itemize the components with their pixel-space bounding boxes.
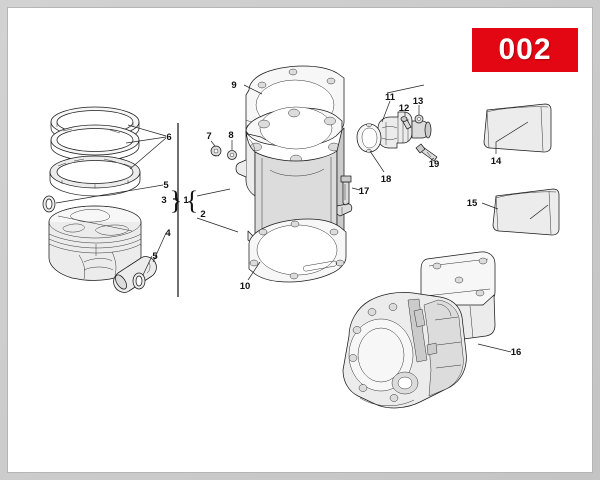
grouping-bracket xyxy=(173,123,179,297)
brace-3: } xyxy=(170,186,182,215)
piston-circlip-upper xyxy=(42,195,56,213)
callout-8: 8 xyxy=(228,130,233,141)
bolt-17 xyxy=(340,175,352,206)
parts-diagram: 3 } { 1 2 4 5 5 6 7 8 9 10 11 12 13 14 1… xyxy=(42,65,560,409)
leader-11 xyxy=(381,100,391,123)
engine-output-shaft xyxy=(391,371,419,395)
leader-2 xyxy=(196,217,239,233)
piston-ring-second xyxy=(50,124,140,162)
leader-5-lower xyxy=(142,255,153,276)
callout-5-upper: 5 xyxy=(163,180,169,191)
callout-14: 14 xyxy=(491,156,502,167)
leader-18 xyxy=(369,150,385,173)
leader-7 xyxy=(210,140,216,147)
callout-3: 3 xyxy=(161,195,166,206)
leader-15-a xyxy=(481,202,499,210)
callout-1: 1 xyxy=(183,195,189,206)
leader-15-b xyxy=(529,204,549,220)
section-number-badge: 002 xyxy=(472,28,578,72)
washer-8 xyxy=(227,150,237,160)
leader-14 xyxy=(495,121,529,154)
callout-15: 15 xyxy=(467,198,478,209)
leader-5-upper xyxy=(55,184,164,204)
base-gasket xyxy=(248,218,347,283)
water-outlet-gasket xyxy=(356,122,382,154)
diagram-canvas: 3 } { 1 2 4 5 5 6 7 8 9 10 11 12 13 14 1… xyxy=(8,8,592,472)
callout-12: 12 xyxy=(399,103,410,114)
bolt-19 xyxy=(415,143,438,162)
leader-19 xyxy=(430,157,435,161)
washer-13 xyxy=(414,114,424,124)
section-number-text: 002 xyxy=(498,33,552,66)
piston-circlip-lower xyxy=(132,272,146,290)
bolt-12 xyxy=(400,116,412,130)
callout-19: 19 xyxy=(429,159,440,170)
callout-6: 6 xyxy=(166,132,171,143)
intake-boot-14 xyxy=(483,103,552,153)
piston-rings-group xyxy=(49,106,141,197)
complete-engine-assembly xyxy=(342,251,496,409)
callout-leaders-6 xyxy=(125,124,167,170)
callout-17: 17 xyxy=(359,186,370,197)
callout-2: 2 xyxy=(200,209,205,220)
callout-11: 11 xyxy=(385,92,396,103)
callout-18: 18 xyxy=(381,174,392,185)
leader-4 xyxy=(152,232,167,263)
leader-1 xyxy=(196,188,231,197)
dowel-pin-7 xyxy=(210,145,222,157)
leader-17 xyxy=(351,187,361,191)
piston-ring-oil xyxy=(49,155,141,197)
callout-4: 4 xyxy=(165,228,171,239)
leader-10 xyxy=(247,261,261,281)
brace-1: { xyxy=(186,186,198,215)
leader-11-bar xyxy=(386,84,425,94)
intake-boot-15 xyxy=(492,188,560,236)
callout-13: 13 xyxy=(413,96,424,107)
callout-16: 16 xyxy=(511,347,522,358)
leader-16 xyxy=(477,343,512,353)
leader-9 xyxy=(243,84,263,95)
callout-5-lower: 5 xyxy=(152,251,158,262)
piston xyxy=(48,205,142,281)
callout-10: 10 xyxy=(240,281,251,292)
callout-7: 7 xyxy=(206,131,211,142)
callout-9: 9 xyxy=(231,80,236,91)
